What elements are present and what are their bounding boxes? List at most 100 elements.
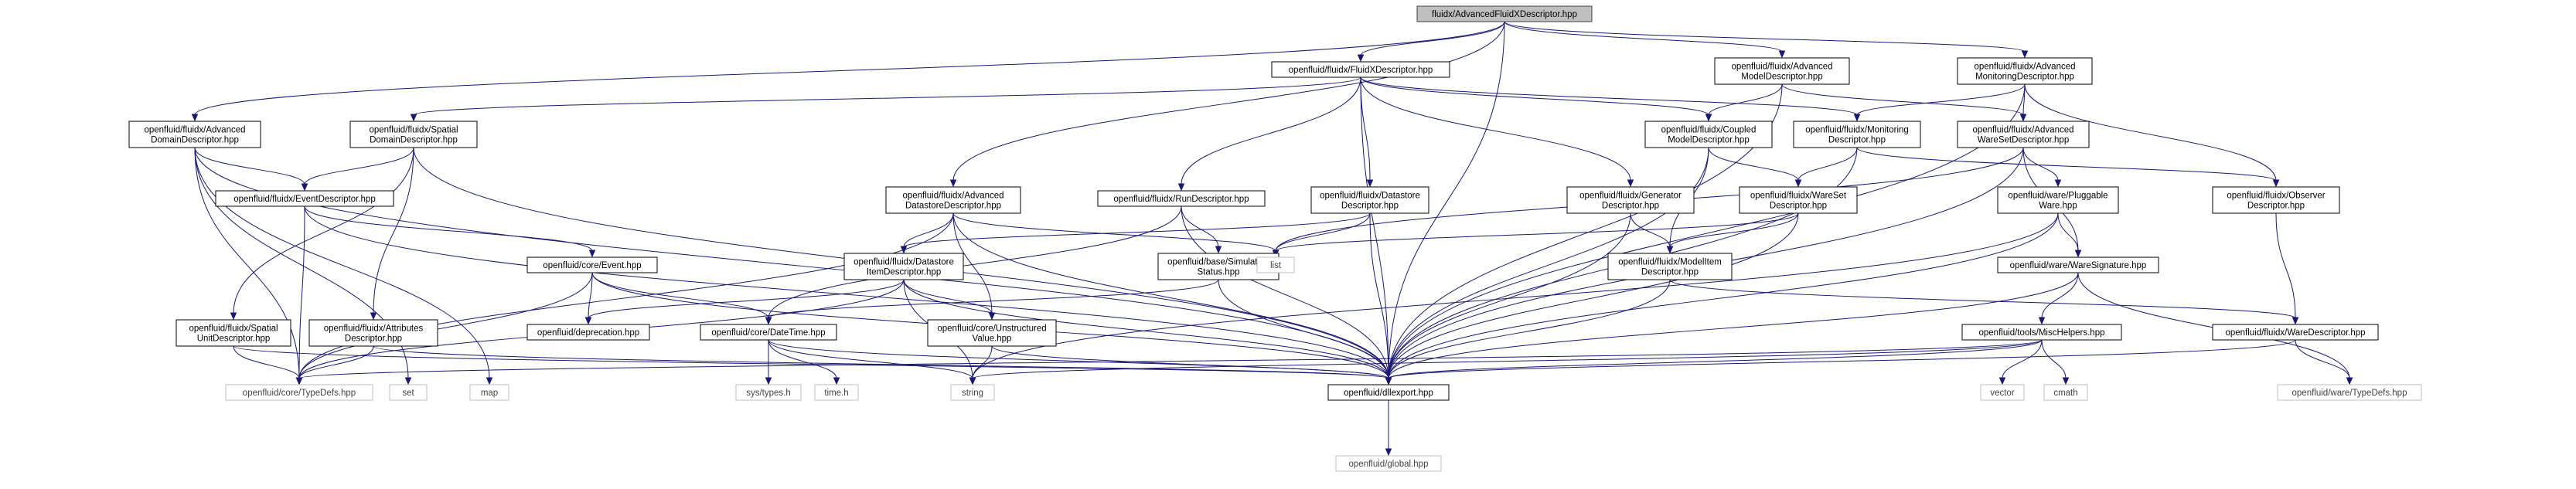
dependency-edge-advmodel-to-coupled xyxy=(1705,83,1783,122)
dependency-edge-root-to-advdatastore xyxy=(949,21,1505,188)
dependency-edge-advdomain-to-map xyxy=(194,147,493,385)
graph-node-string: string xyxy=(950,384,995,401)
graph-node-label: openfluid/fluidx/Attributes xyxy=(324,324,424,334)
dependency-edge-rundesc-to-datetime xyxy=(765,205,1182,325)
graph-node-label: ModelDescriptor.hpp xyxy=(1741,73,1822,82)
dependency-edge-mischelpers-to-cmath xyxy=(2041,339,2070,385)
graph-node-advwareset[interactable]: openfluid/fluidx/AdvancedWareSetDescript… xyxy=(1957,121,2090,148)
dependency-edge-simstatus-to-datetime xyxy=(765,279,1219,325)
graph-node-label: openfluid/tools/MiscHelpers.hpp xyxy=(1978,328,2104,338)
graph-node-deprecation[interactable]: openfluid/deprecation.hpp xyxy=(526,324,650,341)
graph-node-label: Status.hpp xyxy=(1198,268,1240,277)
graph-node-mischelpers[interactable]: openfluid/tools/MiscHelpers.hpp xyxy=(1961,324,2122,341)
graph-node-datastoreitem[interactable]: openfluid/fluidx/DatastoreItemDescriptor… xyxy=(843,253,964,280)
dependency-edge-mischelpers-to-vector xyxy=(1998,339,2043,385)
dependency-edge-coupled-to-waresetdesc xyxy=(1708,147,1802,188)
graph-node-label: openfluid/fluidx/WareSet xyxy=(1750,192,1847,201)
graph-node-timeh: time.h xyxy=(814,384,859,401)
graph-node-label: DomainDescriptor.hpp xyxy=(151,136,239,145)
dependency-edge-advdatastore-to-dllexport xyxy=(952,212,1392,385)
graph-node-label: Ware.hpp xyxy=(2039,202,2077,211)
dependency-edge-mischelpers-to-string xyxy=(969,339,2043,385)
dependency-edge-datastoredesc-to-list xyxy=(1272,212,1371,258)
graph-node-spatialunit[interactable]: openfluid/fluidx/SpatialUnitDescriptor.h… xyxy=(175,319,291,347)
graph-node-label: openfluid/fluidx/WareDescriptor.hpp xyxy=(2225,328,2365,338)
graph-node-label: openfluid/core/Unstructured xyxy=(937,324,1046,334)
dependency-edge-advdatastore-to-datastoreitem xyxy=(900,212,954,254)
dependency-edge-generator-to-modelitem xyxy=(1630,212,1674,254)
graph-node-label: Descriptor.hpp xyxy=(1828,136,1886,145)
graph-node-label: openfluid/ware/TypeDefs.hpp xyxy=(2292,389,2407,398)
graph-node-rundesc[interactable]: openfluid/fluidx/RunDescriptor.hpp xyxy=(1097,190,1266,207)
graph-node-label: sys/types.h xyxy=(746,389,791,398)
dependency-edge-datastoreitem-to-unstructured xyxy=(903,279,996,321)
graph-node-fluidx[interactable]: openfluid/fluidx/FluidXDescriptor.hpp xyxy=(1271,61,1450,78)
graph-node-label: openfluid/fluidx/Observer xyxy=(2227,192,2325,201)
graph-node-eventdesc[interactable]: openfluid/fluidx/EventDescriptor.hpp xyxy=(215,190,394,207)
graph-node-label: openfluid/deprecation.hpp xyxy=(537,328,639,338)
graph-node-advdatastore[interactable]: openfluid/fluidx/AdvancedDatastoreDescri… xyxy=(885,186,1021,214)
graph-node-advmon[interactable]: openfluid/fluidx/AdvancedMonitoringDescr… xyxy=(1957,57,2093,85)
dependency-edge-fluidx-to-spatialdomain xyxy=(410,76,1361,122)
graph-node-datetime[interactable]: openfluid/core/DateTime.hpp xyxy=(700,324,837,341)
graph-node-label: openfluid/fluidx/Advanced xyxy=(1731,63,1832,72)
graph-node-label: Value.hpp xyxy=(973,334,1012,344)
graph-node-label: openfluid/base/Simulation xyxy=(1167,258,1269,267)
graph-node-advdomain[interactable]: openfluid/fluidx/AdvancedDomainDescripto… xyxy=(128,121,261,148)
graph-node-label: ItemDescriptor.hpp xyxy=(867,268,942,277)
dependency-edge-root-to-advmodel xyxy=(1504,21,1786,59)
dependency-edge-datetime-to-timeh xyxy=(768,339,840,385)
graph-node-attributes[interactable]: openfluid/fluidx/AttributesDescriptor.hp… xyxy=(308,319,438,347)
graph-node-label: openfluid/core/Event.hpp xyxy=(543,261,641,270)
graph-node-label: openfluid/global.hpp xyxy=(1349,460,1429,469)
graph-node-typedefs: openfluid/core/TypeDefs.hpp xyxy=(225,384,373,401)
graph-node-label: openfluid/fluidx/Datastore xyxy=(854,258,954,267)
dependency-edge-monitoring-to-waresetdesc xyxy=(1794,147,1858,188)
graph-node-label: UnitDescriptor.hpp xyxy=(197,334,271,344)
graph-node-label: openfluid/fluidx/FluidXDescriptor.hpp xyxy=(1289,66,1433,75)
graph-node-spatialdomain[interactable]: openfluid/fluidx/SpatialDomainDescriptor… xyxy=(349,121,478,148)
graph-node-waresetdesc[interactable]: openfluid/fluidx/WareSetDescriptor.hpp xyxy=(1739,186,1858,214)
graph-node-event[interactable]: openfluid/core/Event.hpp xyxy=(526,256,658,273)
graph-node-list: list xyxy=(1256,256,1295,273)
graph-node-label: Descriptor.hpp xyxy=(345,334,402,344)
graph-node-datastoredesc[interactable]: openfluid/fluidx/DatastoreDescriptor.hpp xyxy=(1310,186,1429,214)
graph-node-label: openfluid/fluidx/EventDescriptor.hpp xyxy=(233,195,375,204)
graph-node-label: openfluid/fluidx/RunDescriptor.hpp xyxy=(1113,195,1249,204)
graph-node-root[interactable]: fluidx/AdvancedFluidXDescriptor.hpp xyxy=(1416,5,1593,22)
dependency-edge-datastoredesc-to-datastoreitem xyxy=(900,212,1371,254)
graph-node-label: map xyxy=(481,389,498,398)
graph-node-label: openfluid/fluidx/Spatial xyxy=(369,126,458,135)
dependency-edge-pluggable-to-string xyxy=(969,212,2059,385)
dependency-edge-datetime-to-systypes xyxy=(765,340,772,385)
graph-node-label: openfluid/fluidx/Spatial xyxy=(189,324,278,334)
dependency-edge-mischelpers-to-typedefs xyxy=(295,339,2043,385)
dependency-edge-simstatus-to-dllexport xyxy=(1218,279,1392,385)
dependency-edge-fluidx-to-datastoredesc xyxy=(1360,76,1374,188)
dependency-edge-datetime-to-string xyxy=(768,339,976,385)
graph-node-label: Descriptor.hpp xyxy=(1770,202,1827,211)
graph-node-monitoring[interactable]: openfluid/fluidx/MonitoringDescriptor.hp… xyxy=(1793,121,1921,148)
graph-node-label: DomainDescriptor.hpp xyxy=(370,136,458,145)
graph-node-label: ModelDescriptor.hpp xyxy=(1668,136,1749,145)
graph-node-label: openfluid/core/DateTime.hpp xyxy=(711,328,825,338)
dependency-edge-spatialdomain-to-attributes xyxy=(370,147,414,321)
dependency-edge-spatialunit-to-typedefs xyxy=(233,345,303,385)
graph-node-coupled[interactable]: openfluid/fluidx/CoupledModelDescriptor.… xyxy=(1644,121,1773,148)
dependency-edge-waresetdesc-to-modelitem xyxy=(1666,212,1799,254)
dependency-edge-advdatastore-to-typedefs xyxy=(295,212,954,385)
dependency-edge-advmodel-to-advwareset xyxy=(1781,83,2027,122)
graph-node-waredesc[interactable]: openfluid/fluidx/WareDescriptor.hpp xyxy=(2212,324,2379,341)
graph-node-dllexport[interactable]: openfluid/dllexport.hpp xyxy=(1327,384,1450,401)
graph-node-waresig[interactable]: openfluid/ware/WareSignature.hpp xyxy=(1997,256,2159,273)
dependency-edge-root-to-fluidx xyxy=(1357,21,1505,63)
dependency-edge-advwareset-to-pluggable xyxy=(2022,147,2062,188)
dependency-edge-root-to-advmon xyxy=(1504,21,2029,59)
dependency-edge-modelitem-to-waredesc xyxy=(1669,279,2299,325)
graph-node-advmodel[interactable]: openfluid/fluidx/AdvancedModelDescriptor… xyxy=(1714,57,1850,85)
